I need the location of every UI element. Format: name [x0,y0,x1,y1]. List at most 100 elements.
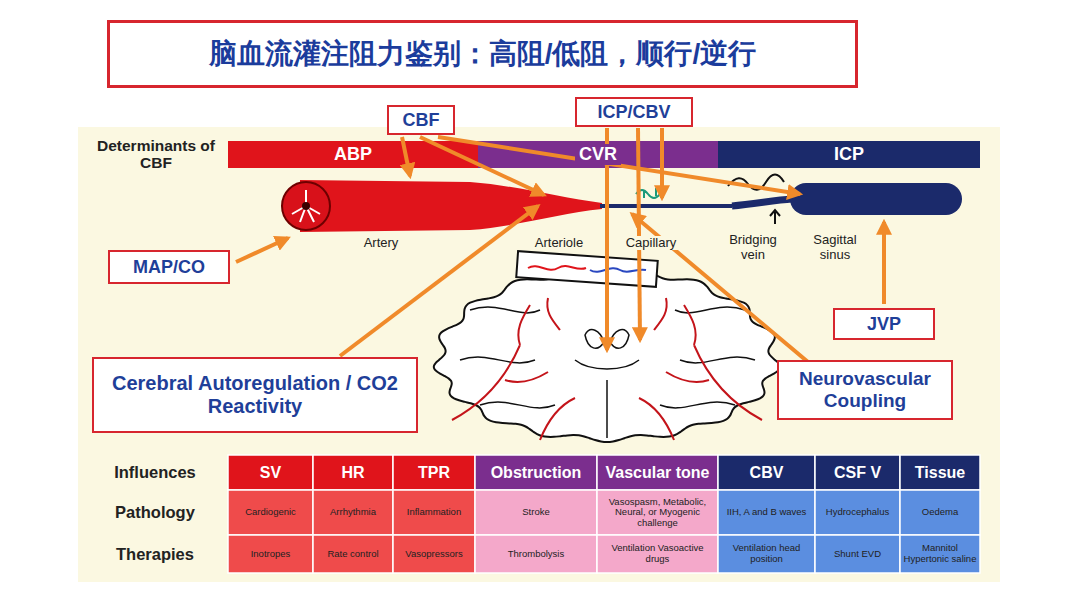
table-cell [718,535,815,573]
inset-artery [528,266,586,270]
lumen-centre [302,202,310,210]
determinant-band: ABP [228,140,478,169]
vessel-label: Artery [362,236,401,251]
table-cell-text: Ventilation head position [720,543,813,564]
table-cell [393,490,475,535]
table-cell [900,490,980,535]
influence-heading: TPR [418,464,450,482]
leader-arrow [438,137,800,194]
title-text: 脑血流灌注阻力鉴别：高阻/低阻，顺行/逆行 [209,35,757,73]
artery-tube [300,180,602,232]
bridging-vein [732,199,792,206]
callout-box: Neurovascular Coupling [777,360,953,420]
band-label: ICP [830,144,868,165]
brain-fold [460,357,535,363]
callout-text: Neurovascular Coupling [785,368,945,412]
table-cell [475,455,597,490]
influence-heading-box: CBV [720,456,813,489]
table-cell-text-box: Mannitol Hypertonic saline [902,536,978,572]
row-header-box: Influences [88,455,222,490]
table-cell [475,490,597,535]
icp-band-fill [718,141,980,168]
row-header: Influences [114,463,196,481]
table-cell-text-box: Stroke [477,491,595,534]
influence-heading: Vascular tone [605,464,709,482]
band-label: CVR [575,144,621,165]
table-cell [900,455,980,490]
table-cell-text: Shunt EVD [834,549,881,560]
table-cell-text-box: Thrombolysis [477,536,595,572]
vessel-label: Arteriole [533,236,585,251]
table-cell-text-box: Inotropes [230,536,311,572]
table-cell-text: IIH, A and B waves [727,507,807,518]
inset-frame [516,251,657,287]
table-cell-text-box: Ventilation head position [720,536,813,572]
table-cell [815,535,900,573]
vessel-label-box: Artery [355,234,407,252]
table-cell-text: Stroke [522,507,549,518]
influence-heading-box: HR [315,456,391,489]
influence-heading: HR [341,464,364,482]
influence-heading-box: Obstruction [477,456,595,489]
table-cell-text-box: IIH, A and B waves [720,491,813,534]
table-cell [313,455,393,490]
table-cell-text: Hydrocephalus [826,507,889,518]
callout-text: MAP/CO [133,257,205,278]
title-box: 脑血流灌注阻力鉴别：高阻/低阻，顺行/逆行 [107,20,858,88]
capillary-line [600,204,732,208]
vessel-label-box: Capillary [618,234,684,252]
panel-ground [78,127,1000,582]
cerebral-vessel [547,298,560,330]
callout-box: JVP [833,308,935,340]
callout-text: JVP [867,314,901,335]
table-cell-text: Mannitol Hypertonic saline [902,543,978,564]
leader-arrow [660,128,664,198]
chart-heading: Determinants of CBF [84,137,228,172]
row-header: Pathology [115,503,195,521]
table-cell-text: Inflammation [407,507,461,518]
brain-fold [480,402,555,408]
brain-fold [585,330,604,349]
leader-arrow [236,238,288,262]
brain-fold [660,402,735,408]
sinus-tube [790,183,962,215]
brain-fold [680,357,755,363]
callout-box: MAP/CO [108,250,230,284]
cerebral-vessel [654,298,667,330]
table-cell-text-box: Vasospasm, Metabolic, Neural, or Myogeni… [599,491,716,534]
cerebral-vessel [666,305,762,420]
cvr-band-fill [478,141,718,168]
influence-heading: CSF V [834,464,881,482]
table-cell-text: Rate control [327,549,378,560]
table-cell [313,490,393,535]
determinant-band: ICP [718,140,980,169]
table-cell-text-box: Inflammation [395,491,473,534]
table-cell-text: Ventilation Vasoactive drugs [599,543,716,564]
table-cell [900,535,980,573]
row-header-box: Pathology [88,490,222,535]
row-header: Therapies [116,545,194,563]
vessel-label-box: Sagittal sinus [806,232,864,264]
table-cell-text: Cardiogenic [245,507,296,518]
influence-heading-box: Tissue [902,456,978,489]
influence-heading-box: CSF V [817,456,898,489]
inset [516,251,657,287]
row-header-box: Therapies [88,535,222,573]
leader-arrow [882,222,886,304]
table-cell-text-box: Hydrocephalus [817,491,898,534]
table-cell [815,490,900,535]
table-cell [718,455,815,490]
table-cell [313,535,393,573]
pulse-arrows [292,190,320,222]
table-cell [597,535,718,573]
table-cell-text-box: Rate control [315,536,391,572]
table-cell [228,535,313,573]
brain-fold [470,307,540,313]
table-cell [597,490,718,535]
cerebral-vessel [639,398,674,440]
chart-heading-box: Determinants of CBF [84,132,228,176]
callout-text: CBF [403,110,440,131]
vessel-label-box: Bridging vein [722,232,784,264]
influence-heading: CBV [750,464,784,482]
table-cell-text-box: Arrhythmia [315,491,391,534]
